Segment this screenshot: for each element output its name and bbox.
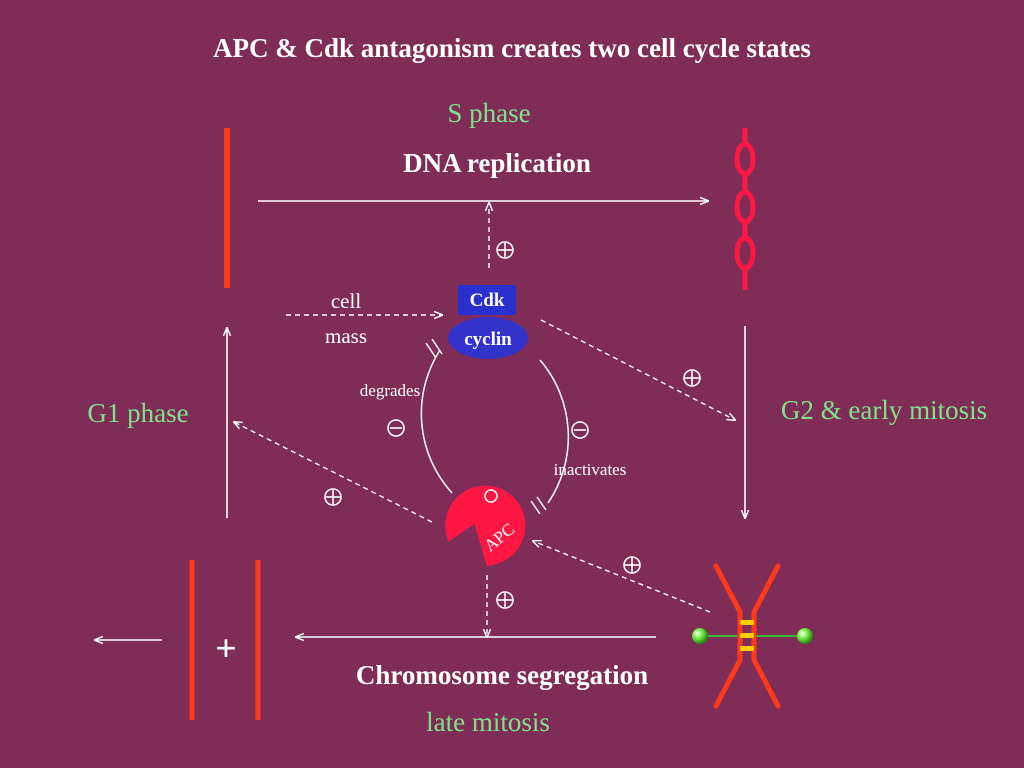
plus-symbol-g2 [683,369,701,387]
degrades-label: degrades [360,381,420,400]
cyclin-oval [448,317,528,359]
spindle-activates-apc-arrow [533,541,711,613]
apc-activates-g1-arrow [234,422,433,523]
kinetochores [740,620,754,651]
cyclin-label: cyclin [464,329,512,350]
spindle-pole-right [797,628,813,644]
cell-mass-label-line1: cell [331,289,361,313]
s-phase-label: S phase [447,98,530,128]
late-mitosis-label: late mitosis [426,707,550,737]
inactivates-inhibition-line [539,359,570,504]
apc-eye [484,489,498,503]
plus-symbol-apc [623,556,641,574]
cell-mass-label-line2: mass [325,324,367,348]
dna-replication-label: DNA replication [403,148,591,178]
cdk-activates-g2-arrow [540,319,735,420]
plus-symbol-g1 [324,488,342,506]
g2-early-mitosis-label: G2 & early mitosis [781,395,987,425]
degrades-inhibition-bar [425,338,443,359]
replicated-chromosome [734,128,756,290]
diagram-title: APC & Cdk antagonism creates two cell cy… [213,33,811,63]
degrades-inhibition-line [420,349,453,494]
mitotic-spindle [692,563,813,709]
inactivates-label: inactivates [554,460,627,479]
spindle-pole-left [692,628,708,644]
cdk-label: Cdk [470,290,505,311]
plus-symbol-replication [496,241,514,259]
cytokinesis-plus-symbol: + [215,628,237,670]
minus-symbol-inactivates [571,421,589,439]
plus-symbol-segregation [496,591,514,609]
inactivates-inhibition-bar [530,496,547,515]
apc-complex [445,485,526,566]
chromosome-segregation-label: Chromosome segregation [356,660,648,690]
g1-phase-label: G1 phase [87,398,188,428]
minus-symbol-degrades [387,419,405,437]
cdk-box [458,285,516,315]
